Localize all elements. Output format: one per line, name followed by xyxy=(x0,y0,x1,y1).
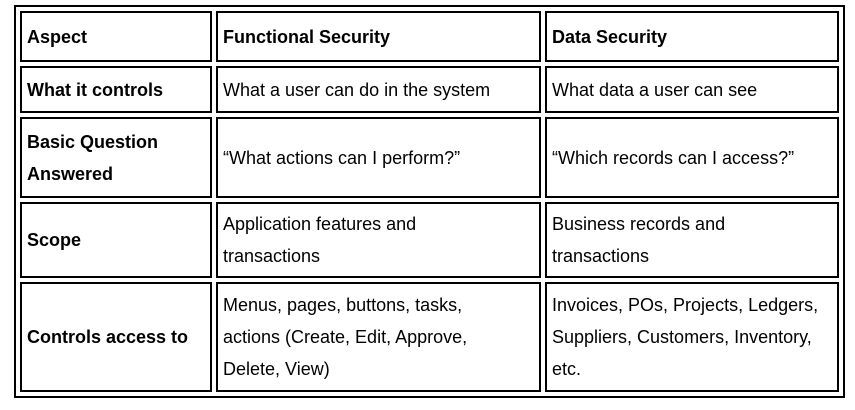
table-row-controls-access-to: Controls access to Menus, pages, buttons… xyxy=(20,282,839,392)
security-comparison-table: Aspect Functional Security Data Security… xyxy=(14,5,845,398)
aspect-label-cell: Scope xyxy=(20,202,212,278)
aspect-label-cell: Basic Question Answered xyxy=(20,117,212,198)
aspect-label-cell: Controls access to xyxy=(20,282,212,392)
functional-value-cell: Menus, pages, buttons, tasks, actions (C… xyxy=(216,282,541,392)
aspect-label-cell: What it controls xyxy=(20,66,212,113)
table-row-what-it-controls: What it controls What a user can do in t… xyxy=(20,66,839,113)
data-value-cell: “Which records can I access?” xyxy=(545,117,839,198)
table-row-scope: Scope Application features and transacti… xyxy=(20,202,839,278)
table-row-basic-question: Basic Question Answered “What actions ca… xyxy=(20,117,839,198)
functional-value-cell: “What actions can I perform?” xyxy=(216,117,541,198)
data-value-cell: What data a user can see xyxy=(545,66,839,113)
header-cell-data-security: Data Security xyxy=(545,11,839,62)
header-cell-functional-security: Functional Security xyxy=(216,11,541,62)
functional-value-cell: Application features and transactions xyxy=(216,202,541,278)
header-row: Aspect Functional Security Data Security xyxy=(20,11,839,62)
header-cell-aspect: Aspect xyxy=(20,11,212,62)
functional-value-cell: What a user can do in the system xyxy=(216,66,541,113)
data-value-cell: Invoices, POs, Projects, Ledgers, Suppli… xyxy=(545,282,839,392)
data-value-cell: Business records and transactions xyxy=(545,202,839,278)
